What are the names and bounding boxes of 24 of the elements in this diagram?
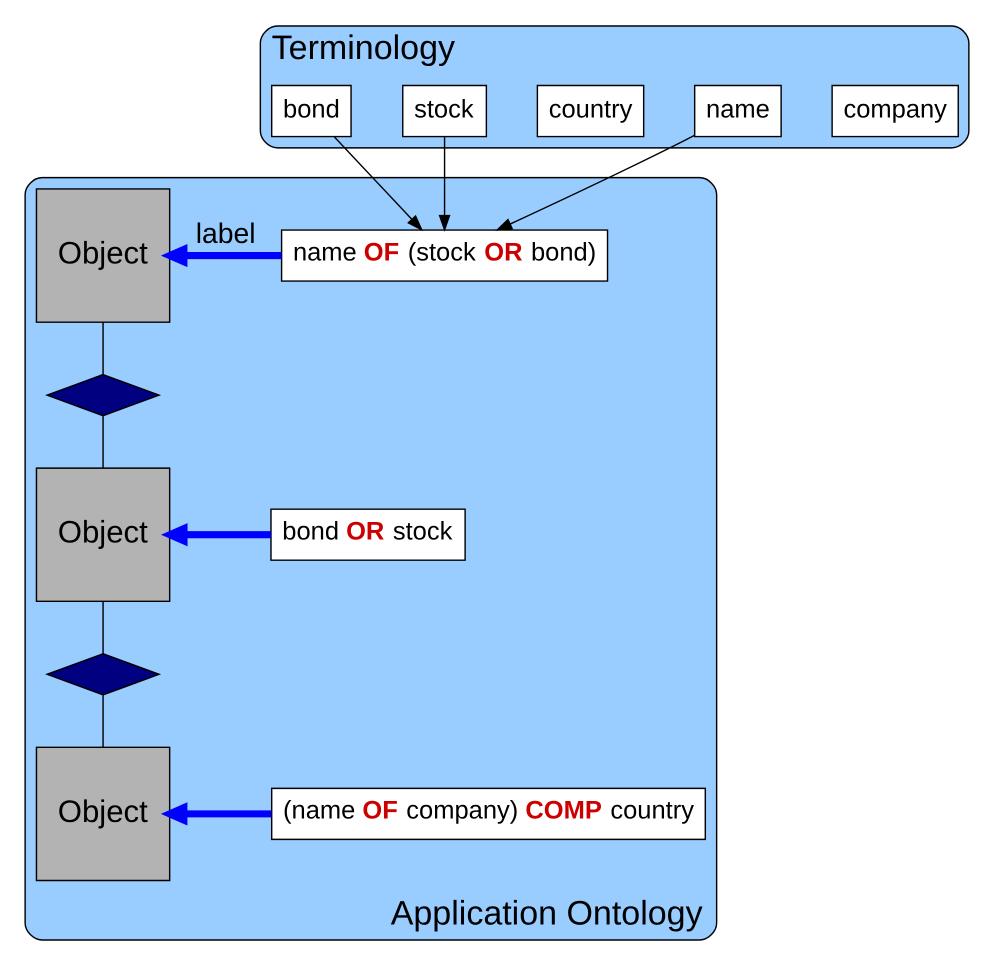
arrow xyxy=(160,802,272,825)
node-box: (name OF company) COMP country xyxy=(270,787,706,840)
connector xyxy=(102,322,104,374)
connector xyxy=(102,601,104,653)
node-box: Object xyxy=(36,188,170,322)
node-box: country xyxy=(536,84,644,137)
edge-label: label xyxy=(196,217,256,250)
arrow xyxy=(334,136,424,231)
node-box: Object xyxy=(36,746,170,881)
node-box: Object xyxy=(36,466,170,602)
node-box: bond OR stock xyxy=(270,508,466,560)
arrow xyxy=(438,136,451,232)
node-box: company xyxy=(831,84,959,137)
node-box: stock xyxy=(402,84,488,137)
connector xyxy=(102,694,104,747)
node-box: bond xyxy=(270,84,352,137)
node-box: name xyxy=(694,84,782,137)
arrow xyxy=(495,134,695,230)
node-box: name OF (stock OR bond) xyxy=(280,228,608,282)
arrow xyxy=(161,522,271,546)
arrow xyxy=(160,243,282,267)
node-diamond xyxy=(45,373,162,416)
connector xyxy=(102,416,104,468)
node-diamond xyxy=(45,652,162,696)
